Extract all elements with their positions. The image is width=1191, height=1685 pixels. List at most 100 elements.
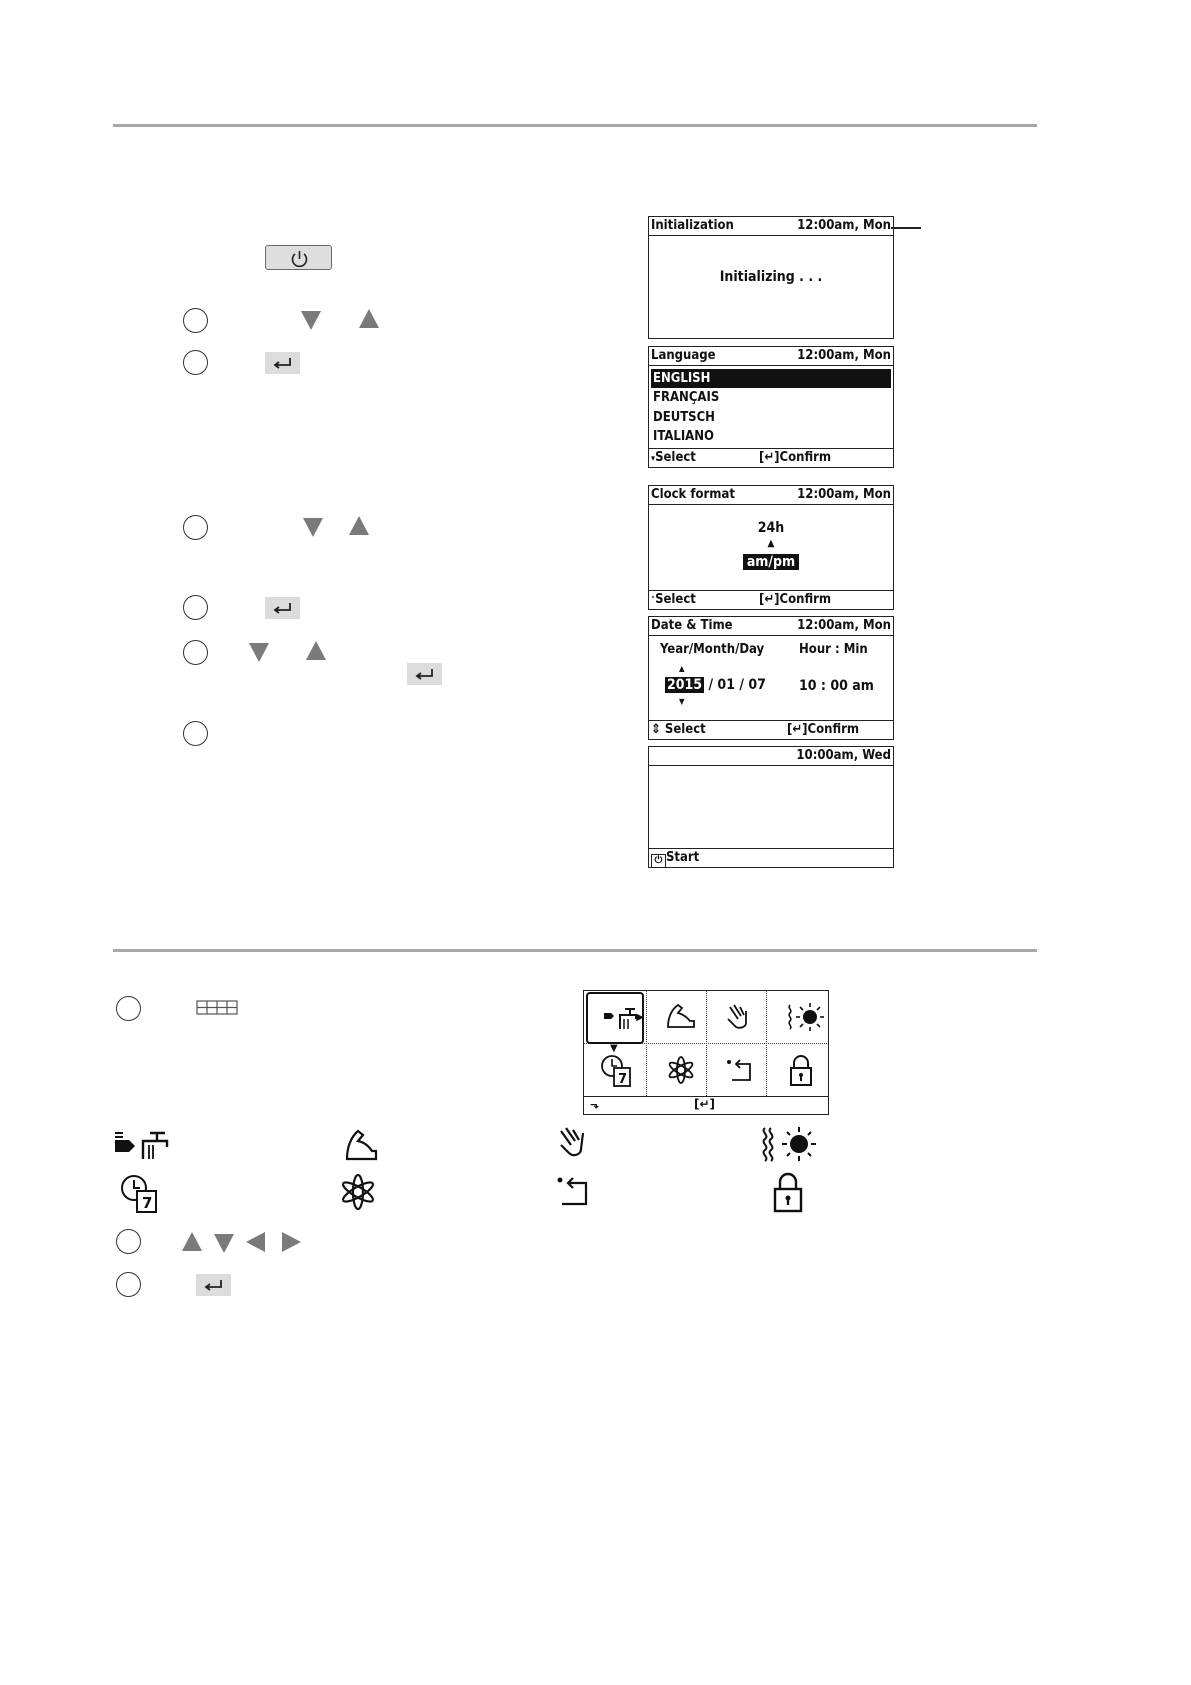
menu-item-lock[interactable] (770, 1045, 828, 1097)
lcd-initialization-screen: Initialization 12:00am, Mon Initializing… (648, 216, 894, 339)
lcd-header: Date & Time 12:00am, Mon (649, 617, 893, 636)
lcd-header: Initialization 12:00am, Mon (649, 217, 893, 236)
screen-title: Date & Time (651, 618, 733, 633)
option-ampm[interactable]: am/pm (742, 554, 800, 570)
more-down-icon: ▼ (610, 1043, 618, 1054)
svg-text:7: 7 (142, 1194, 152, 1212)
down-arrow-icon (303, 518, 323, 537)
footer-confirm: [↵]Confirm (787, 722, 860, 737)
hand-wave-icon (727, 1004, 747, 1029)
lcd-start-screen: 10:00am, Wed ⏻Start (648, 746, 894, 868)
menu-item-hot-water[interactable]: ▶ ▼ (586, 992, 644, 1054)
screen-title: Initialization (651, 218, 734, 233)
footer-start: ⏻Start (651, 849, 699, 868)
status-message: Initializing . . . (719, 269, 823, 285)
menu-item-muscle[interactable] (650, 992, 708, 1044)
section-divider-middle (113, 949, 1037, 952)
footer-select: ▾Select (651, 450, 696, 465)
menu-item-flower[interactable] (650, 1045, 708, 1097)
language-option[interactable]: ITALIANO (653, 429, 714, 444)
option-24h[interactable]: 24h (757, 520, 785, 536)
flower-icon (341, 1173, 375, 1211)
muscle-arm-icon (345, 1129, 378, 1161)
language-option[interactable]: FRANÇAIS (653, 390, 720, 405)
select-arrow-icon: ⬎ (590, 1098, 600, 1111)
down-arrow-icon (301, 311, 321, 330)
lcd-header: Clock format 12:00am, Mon (649, 486, 893, 505)
footer-select: ⇕ Select (651, 722, 706, 737)
language-option[interactable]: ENGLISH (651, 369, 891, 388)
muscle-arm-icon (667, 1003, 695, 1028)
week-timer-icon: 7 (121, 1175, 157, 1213)
lcd-menu-screen: ▶ ▼ 7 (583, 990, 829, 1115)
enter-key-icon (265, 597, 300, 619)
step-marker (116, 1272, 141, 1297)
clock-display: 12:00am, Mon (797, 348, 891, 363)
step-marker (183, 595, 208, 620)
callout-line (891, 227, 921, 229)
step-marker (183, 640, 208, 665)
return-arrow-icon (727, 1059, 751, 1081)
power-icon: ⏻ (651, 854, 666, 868)
screen-title: Language (651, 348, 716, 363)
enter-key-icon (407, 663, 442, 685)
footer-select: ˄Select (651, 592, 696, 607)
clock-display: 12:00am, Mon (797, 618, 891, 633)
select-arrow-icon: ▾ (651, 454, 656, 464)
lcd-footer: ⏻Start (649, 848, 893, 868)
step-marker (116, 1229, 141, 1254)
up-arrow-icon (182, 1232, 202, 1251)
select-arrow-icon: ˄ (651, 596, 656, 606)
menu-item-return[interactable] (710, 1045, 768, 1097)
lcd-date-time-screen: Date & Time 12:00am, Mon Year/Month/Day … (648, 616, 894, 740)
week-timer-icon: 7 (601, 1055, 631, 1087)
hot-water-tap-icon (115, 1131, 169, 1159)
time-value[interactable]: 10 : 00 am (799, 678, 874, 694)
clock-display: 10:00am, Wed (796, 748, 891, 763)
lcd-language-screen: Language 12:00am, Mon ENGLISH FRANÇAIS D… (648, 346, 894, 468)
menu-item-hand-wave[interactable] (710, 992, 768, 1044)
power-icon (291, 251, 308, 268)
lcd-header: 10:00am, Wed (649, 747, 893, 766)
enter-icon: ↵ (764, 450, 775, 465)
step-marker (183, 350, 208, 375)
lcd-footer: ˄Select [↵]Confirm (649, 590, 893, 609)
lcd-footer: ⇕ Select [↵]Confirm (649, 720, 893, 739)
down-indicator-icon: ▼ (679, 697, 685, 706)
lcd-header: Language 12:00am, Mon (649, 347, 893, 366)
hot-water-tap-icon (604, 1008, 637, 1029)
enter-icon: ↵ (792, 722, 803, 737)
svg-text:7: 7 (618, 1072, 627, 1087)
step-marker (183, 515, 208, 540)
step-marker (183, 721, 208, 746)
enter-key-icon (196, 1274, 231, 1296)
footer-confirm: [↵]Confirm (759, 592, 832, 607)
menu-item-heater-sun[interactable] (770, 992, 828, 1044)
option-ampm-row: am/pm (649, 554, 893, 570)
date-row: 2015 / 01 / 07 (665, 677, 766, 693)
confirm-enter-icon: [↵] (694, 1097, 716, 1111)
grid-divider (584, 1043, 827, 1044)
enter-icon: ↵ (764, 592, 775, 607)
language-option[interactable]: DEUTSCH (653, 410, 715, 425)
clock-display: 12:00am, Mon (797, 218, 891, 233)
up-arrow-icon (306, 641, 326, 660)
step-marker (116, 996, 141, 1021)
menu-button-icon (196, 1000, 238, 1015)
flower-icon (668, 1056, 694, 1084)
heater-sun-icon (788, 1003, 824, 1031)
time-label: Hour : Min (799, 642, 868, 657)
lcd-footer: ⬎ [↵] (584, 1096, 828, 1114)
power-button[interactable] (265, 245, 332, 270)
return-arrow-icon (557, 1177, 588, 1206)
clock-display: 12:00am, Mon (797, 487, 891, 502)
enter-key-icon (265, 352, 300, 374)
month-day-value[interactable]: / 01 / 07 (708, 677, 766, 693)
padlock-icon (790, 1055, 812, 1086)
menu-item-week-timer[interactable]: 7 (586, 1045, 644, 1097)
lcd-clock-format-screen: Clock format 12:00am, Mon 24h ▲ am/pm ˄S… (648, 485, 894, 610)
year-value[interactable]: 2015 (665, 677, 705, 693)
lcd-footer: ▾Select [↵]Confirm (649, 448, 893, 467)
left-arrow-icon (246, 1232, 265, 1252)
footer-confirm: [↵]Confirm (759, 450, 832, 465)
